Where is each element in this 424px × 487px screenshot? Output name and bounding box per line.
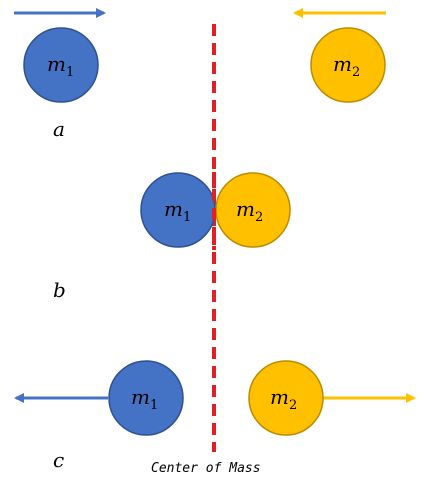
panel-label-a: a bbox=[53, 117, 65, 141]
panel-a: m1 m2 a bbox=[14, 8, 386, 141]
mass-m1-a bbox=[23, 27, 99, 103]
mass-m2-a bbox=[310, 27, 386, 103]
panel-label-c: c bbox=[53, 448, 64, 472]
center-of-mass-label: Center of Mass bbox=[151, 461, 261, 476]
panel-b: m1 m2 b bbox=[53, 172, 291, 302]
mass-m1-c bbox=[108, 360, 184, 436]
mass-m2-c bbox=[248, 360, 324, 436]
mass-m2-label-c: m2 bbox=[270, 385, 297, 413]
panel-c: m1 m2 c bbox=[14, 360, 416, 472]
mass-m1-label-a: m1 bbox=[47, 52, 74, 80]
mass-m1-label-b: m1 bbox=[164, 197, 191, 225]
panel-label-b: b bbox=[53, 278, 66, 302]
mass-m2-label-b: m2 bbox=[236, 197, 263, 225]
mass-m2-label-a: m2 bbox=[333, 52, 360, 80]
mass-m1-label-c: m1 bbox=[131, 385, 158, 413]
